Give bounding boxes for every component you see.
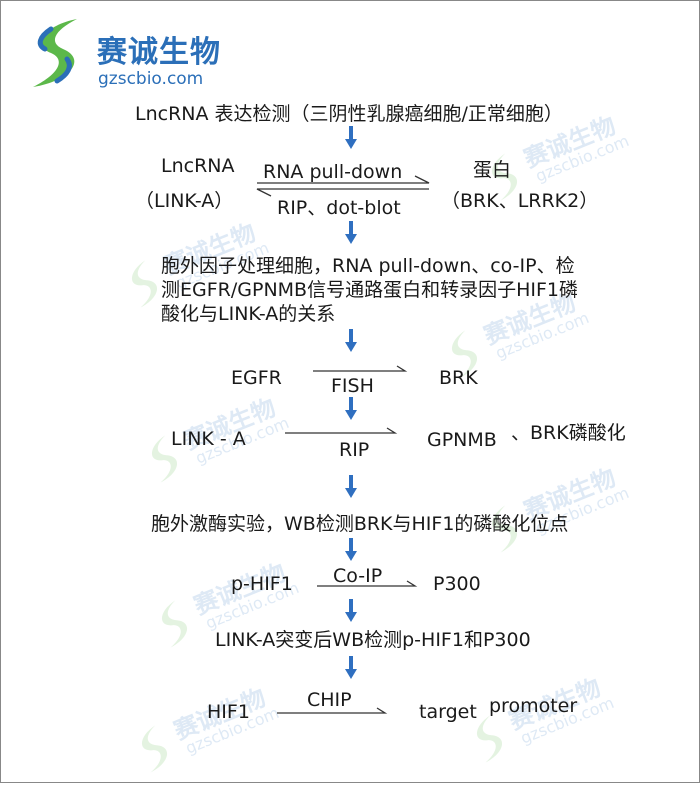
down-arrow-icon (345, 126, 357, 149)
gpnmb-label: GPNMB (427, 429, 497, 451)
watermark: 赛诚生物 gzscbio.com (460, 646, 672, 786)
down-arrow-icon (345, 397, 357, 420)
rna-pulldown-label: RNA pull-down (263, 161, 403, 183)
p-hif1-label: p-HIF1 (231, 573, 293, 595)
lncrna-label: LncRNA (161, 155, 235, 177)
p300-label: P300 (433, 573, 481, 595)
watermark-logo-icon (491, 505, 517, 553)
watermark-logo-icon (476, 715, 502, 763)
watermark-logo-icon (141, 725, 167, 773)
step-expression-detection: LncRNA 表达检测（三阴性乳腺癌细胞/正常细胞） (135, 103, 563, 125)
watermark: 赛诚生物 gzscbio.com (475, 84, 687, 224)
link-a-label: （LINK-A） (135, 190, 234, 212)
step-extracellular-factor-line3: 酸化与LINK-A的关系 (161, 303, 336, 325)
link-a-node-label: LINK - A (171, 428, 246, 450)
brk-lrrk2-label: （BRK、LRRK2） (441, 190, 599, 212)
down-arrow-icon (345, 475, 357, 498)
step-extracellular-factor-line2: 测EGFR/GPNMB信号通路蛋白和转录因子HIF1磷 (161, 279, 578, 301)
watermark-logo-icon (491, 153, 517, 201)
co-ip-label: Co-IP (333, 565, 383, 587)
down-arrow-icon (345, 538, 357, 561)
watermark-logo-icon (151, 435, 177, 483)
target-label: target (419, 701, 477, 723)
hif1-label: HIF1 (207, 701, 250, 723)
egfr-label: EGFR (231, 367, 282, 389)
watermark: 赛诚生物 gzscbio.com (115, 191, 327, 331)
rip-dotblot-label: RIP、dot-blot (277, 197, 401, 219)
watermark-logo-icon (131, 260, 157, 308)
down-arrow-icon (345, 221, 357, 244)
step-mutation-wb: LINK-A突变后WB检测p-HIF1和P300 (215, 629, 531, 651)
logo-swoosh-icon (33, 19, 77, 87)
down-arrow-icon (345, 656, 357, 679)
logo-company-name: 赛诚生物 (97, 35, 221, 70)
down-arrow-icon (345, 329, 357, 352)
watermark: 赛诚生物 gzscbio.com (125, 656, 337, 796)
watermark: 赛诚生物 gzscbio.com (145, 531, 357, 671)
fish-harpoon-arrow-icon (313, 365, 408, 372)
fish-label: FISH (331, 375, 374, 397)
forward-harpoon-arrow-icon (257, 175, 430, 184)
protein-label: 蛋白 (473, 159, 512, 181)
watermark-logo-icon (161, 600, 187, 648)
promoter-label: promoter (489, 695, 578, 717)
reverse-harpoon-arrow-icon (256, 188, 429, 197)
rip-label: RIP (339, 439, 370, 461)
brk-label: BRK (439, 367, 478, 389)
step-kinase-assay: 胞外激酶实验，WB检测BRK与HIF1的磷酸化位点 (151, 513, 569, 535)
watermark-logo-icon (451, 330, 477, 378)
rip-harpoon-arrow-icon (285, 427, 398, 434)
brk-phosphorylation-label: 、BRK磷酸化 (511, 422, 626, 444)
watermark: 赛诚生物 gzscbio.com (135, 366, 347, 506)
connector-lines (256, 175, 430, 714)
chip-harpoon-arrow-icon (277, 707, 388, 714)
step-extracellular-factor-line1: 胞外因子处理细胞，RNA pull-down、co-IP、检 (161, 255, 575, 277)
logo-url: gzscbio.com (98, 69, 204, 89)
chip-label: CHIP (307, 689, 352, 711)
watermark: 赛诚生物 gzscbio.com (435, 261, 647, 401)
watermark: 赛诚生物 gzscbio.com (475, 436, 687, 576)
co-ip-harpoon-arrow-icon (317, 580, 418, 587)
down-arrow-icon (345, 599, 357, 622)
